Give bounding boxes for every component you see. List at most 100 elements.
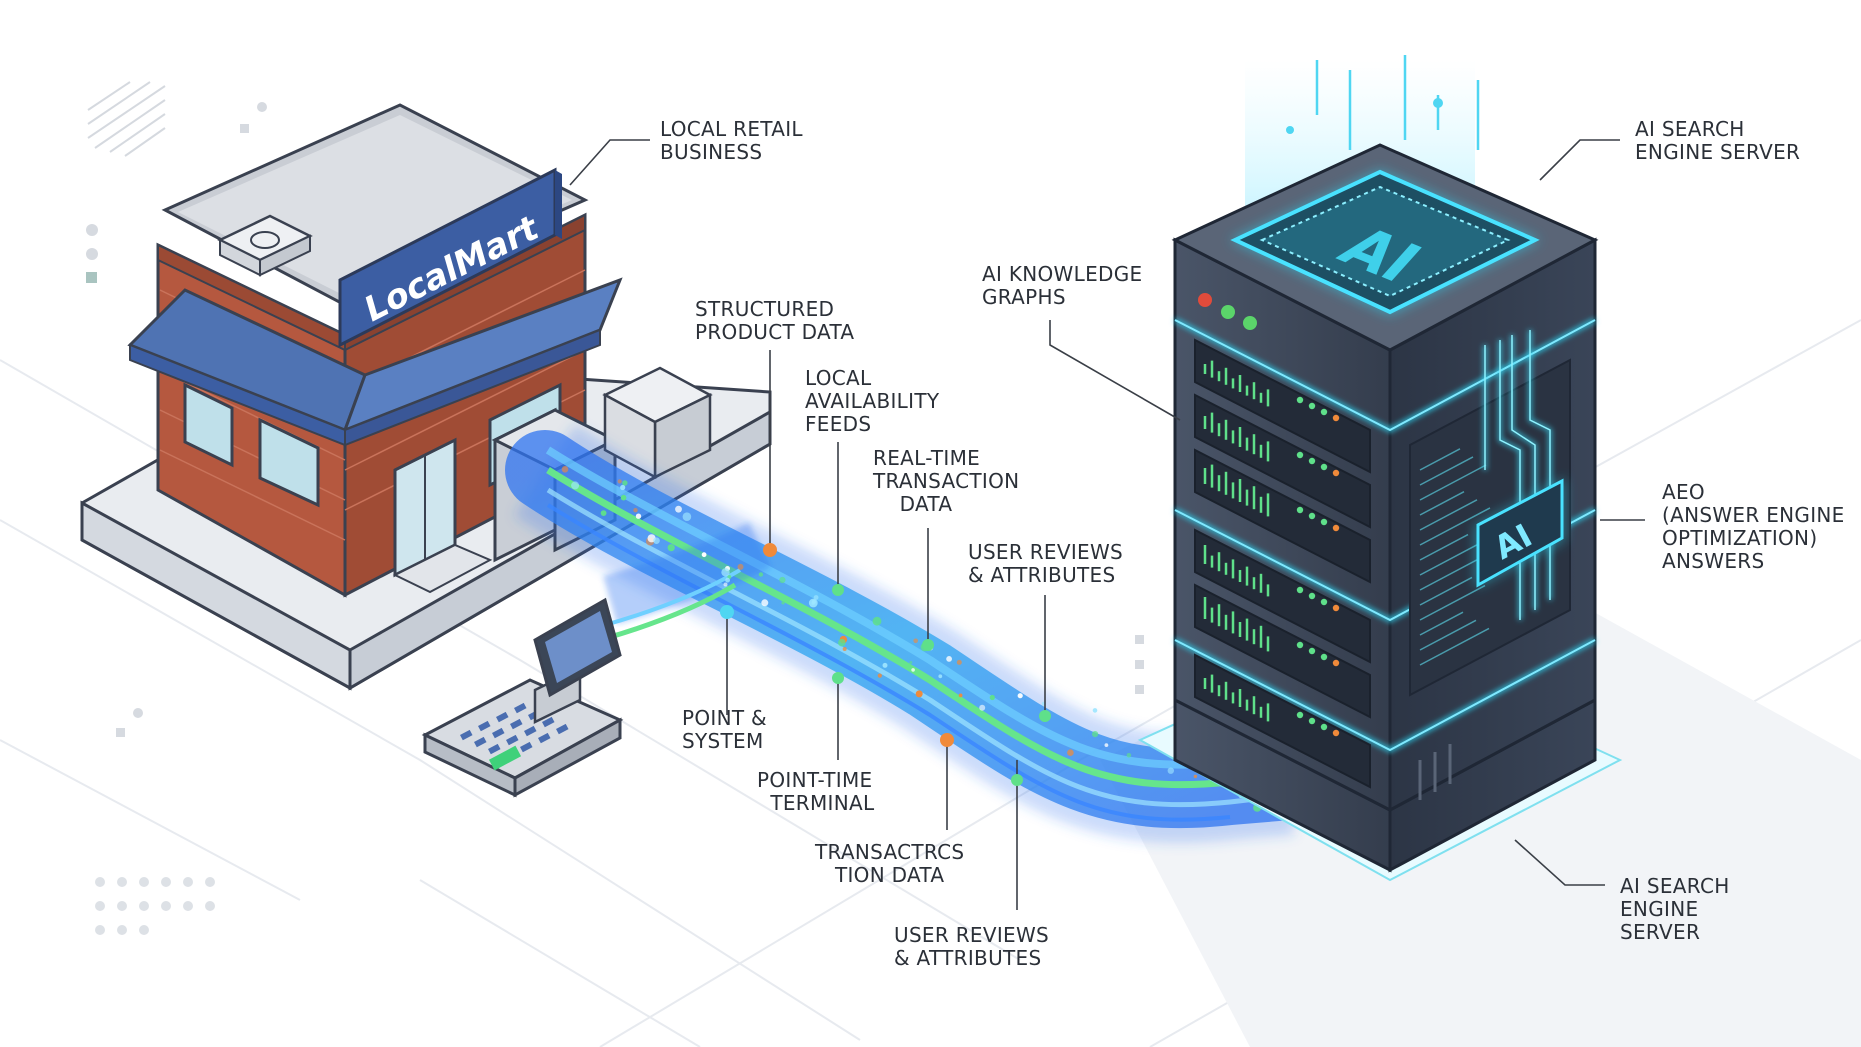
stream-particle [956,659,962,665]
label-point-time-terminal: POINT-TIME TERMINAL [757,768,875,815]
server-bay [1194,393,1371,529]
stream-particle [1017,693,1023,699]
grid-dot [117,901,127,911]
data-stream [505,424,1330,844]
stream-particle [781,601,785,605]
server-bay [1194,583,1371,719]
label-user-reviews-attributes-lower: USER REVIEWS & ATTRIBUTES [894,923,1050,970]
grid-dot [95,925,105,935]
stream-particle [882,662,888,668]
stream-particle [725,577,730,583]
label-structured-product-data: STRUCTURED PRODUCT DATA [695,297,855,344]
grid-dot [117,877,127,887]
stream-particle [571,481,580,490]
stream-particle [653,537,660,544]
label-user-reviews-attributes-upper: USER REVIEWS & ATTRIBUTES [968,540,1124,587]
stream-particle [620,484,626,491]
server-bay [1194,448,1371,584]
stream-particle [813,595,819,600]
grid-dot [117,925,127,935]
stream-particle [872,616,882,626]
keypad-key [488,743,501,755]
server-bay [1194,528,1371,664]
leader-lines [569,139,1645,910]
keypad-key [538,732,551,744]
keypad-key [524,725,537,737]
hatch-decoration [87,81,166,157]
stream-particle [682,512,692,521]
stream-particle [1092,708,1098,713]
label-real-time-transaction-data: REAL-TIME TRANSACTION DATA [873,446,1020,516]
stream-particle [633,508,638,513]
stream-particle [758,572,764,577]
stream-particle [979,704,986,711]
keypad-key [474,736,487,748]
label-point-system: POINT & SYSTEM [682,706,767,753]
stream-particle [1193,774,1198,779]
stream-particle [958,693,963,698]
label-ai-knowledge-graphs: AI KNOWLEDGE GRAPHS [982,262,1143,309]
label-aeo-answers: AEO (ANSWER ENGINE OPTIMIZATION) ANSWERS [1662,480,1845,573]
grid-dot [183,901,193,911]
keypad-key [556,723,569,735]
stream-particle [938,674,943,679]
stream-particle [989,694,995,701]
stream-particle [622,480,628,486]
leader-dots [720,543,1051,786]
storefront-icon: LocalMart [80,103,772,691]
server-tower-icon: AI [1137,55,1623,882]
dot-decoration [86,102,1144,737]
label-ai-search-engine-server-top: AI SEARCH ENGINE SERVER [1635,117,1801,164]
server-bay [1194,653,1371,789]
label-ai-search-engine-server-bottom: AI SEARCH ENGINE SERVER [1620,874,1730,944]
label-transactrcs-tion-data: TRANSACTRCS TION DATA [815,840,965,887]
stream-particle [617,479,622,484]
stream-particle [1167,767,1175,774]
grid-dot [139,901,149,911]
stream-particle [913,638,918,644]
stream-particle [911,668,915,672]
stream-particle [667,544,675,552]
grid-dot [205,877,215,887]
stream-particle [1092,731,1099,738]
keypad-key [542,716,555,728]
grid-dot [183,877,193,887]
stream-particle [620,494,627,501]
stream-particle [635,513,642,519]
grid-dot [95,877,105,887]
label-local-availability-feeds: LOCAL AVAILABILITY FEEDS [805,366,940,436]
grid-dot [139,877,149,887]
stream-particle [761,599,769,607]
keypad-key [520,741,533,753]
stream-particle [915,690,923,698]
keypad-key [492,727,505,739]
keypad-key [509,718,523,730]
stream-particle [946,656,952,662]
grid-dot [205,901,215,911]
keypad-key [496,711,509,723]
pos-terminal-icon [421,597,624,798]
keypad-key [478,720,491,732]
stream-particle [842,647,847,651]
stream-particle [701,552,707,558]
stream-particle [561,466,569,473]
server-bay [1194,338,1371,474]
stream-particle [909,661,913,664]
label-local-retail-business: LOCAL RETAIL BUSINESS [660,117,803,164]
stream-particle [877,673,882,678]
stream-particle [600,510,607,516]
stream-particle [1104,743,1109,747]
stream-particle [1126,753,1132,758]
stream-particle [723,582,728,587]
stream-particle [808,598,818,608]
stream-particle [838,638,846,647]
keypad-key [513,702,527,714]
stream-particle [737,563,744,570]
grid-dot [95,901,105,911]
grid-dot [161,901,171,911]
stream-particle [779,576,786,584]
dot-grid-decoration [95,877,215,935]
stream-particle [675,505,682,513]
